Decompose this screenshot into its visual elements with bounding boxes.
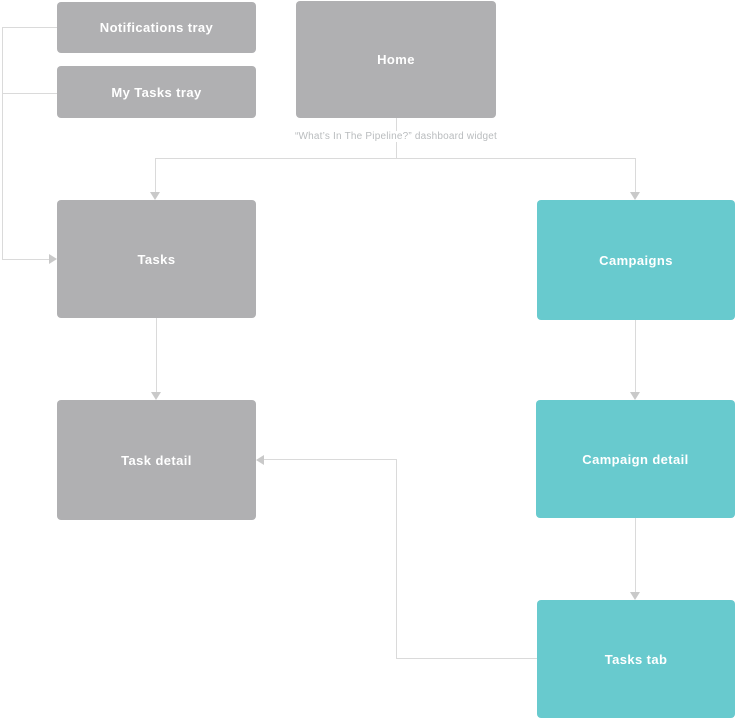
connector-tasks-tab-up	[396, 459, 397, 659]
node-notifications-tray-label: Notifications tray	[99, 20, 214, 35]
connector-into-tasks	[2, 259, 49, 260]
node-campaign-detail-label: Campaign detail	[582, 451, 689, 467]
node-task-detail: Task detail	[57, 400, 256, 520]
node-tasks-tab: Tasks tab	[537, 600, 735, 718]
node-home: Home	[296, 1, 496, 118]
connector-branch-horizontal	[155, 158, 636, 159]
arrowhead-into-tasks-icon	[49, 254, 57, 264]
arrowhead-campaigns-icon	[630, 192, 640, 200]
node-campaign-detail: Campaign detail	[536, 400, 735, 518]
node-tasks: Tasks	[57, 200, 256, 318]
node-campaigns: Campaigns	[537, 200, 735, 320]
connector-trays-vertical	[2, 27, 3, 260]
node-my-tasks-tray: My Tasks tray	[57, 66, 256, 118]
connector-tasks-to-task-detail	[156, 318, 157, 392]
arrowhead-campaign-detail-icon	[630, 392, 640, 400]
pipeline-widget-caption-text: “What’s In The Pipeline?” dashboard widg…	[291, 131, 501, 142]
pipeline-widget-caption: “What’s In The Pipeline?” dashboard widg…	[246, 131, 546, 142]
connector-tasks-tab-out	[396, 658, 537, 659]
node-my-tasks-tray-label: My Tasks tray	[111, 84, 202, 100]
arrowhead-tasks-icon	[150, 192, 160, 200]
node-tasks-tab-label: Tasks tab	[604, 651, 668, 667]
node-task-detail-label: Task detail	[121, 452, 192, 468]
connector-notifications-tray	[2, 27, 57, 28]
connector-campaign-detail-to-tasks-tab	[635, 518, 636, 592]
arrowhead-into-task-detail-icon	[256, 455, 264, 465]
connector-branch-to-tasks	[155, 158, 156, 192]
node-home-label: Home	[377, 52, 415, 67]
connector-campaigns-to-campaign-detail	[635, 320, 636, 392]
connector-my-tasks-tray	[2, 93, 57, 94]
connector-branch-to-campaigns	[635, 158, 636, 192]
node-notifications-tray: Notifications tray	[57, 2, 256, 53]
arrowhead-tasks-tab-icon	[630, 592, 640, 600]
arrowhead-task-detail-icon	[151, 392, 161, 400]
node-tasks-label: Tasks	[137, 251, 176, 267]
node-campaigns-label: Campaigns	[599, 252, 673, 268]
connector-into-task-detail	[264, 459, 396, 460]
